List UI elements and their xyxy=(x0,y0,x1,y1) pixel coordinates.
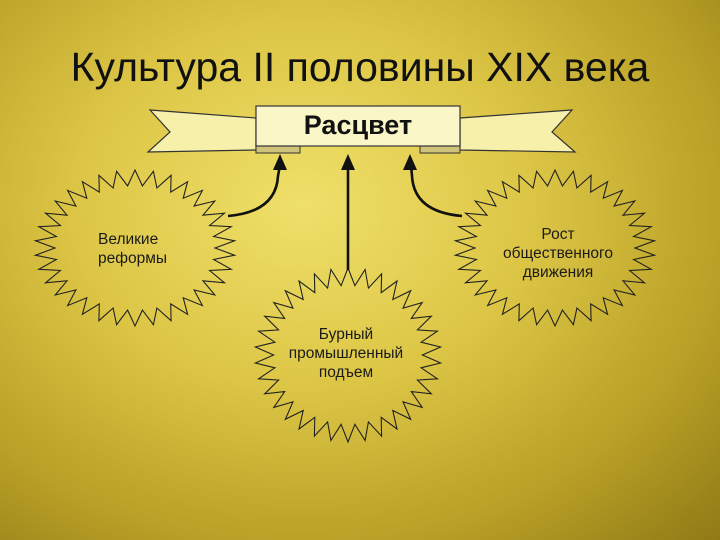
starburst-industry xyxy=(253,266,443,444)
arrow-left xyxy=(227,164,282,218)
ribbon-center xyxy=(255,105,461,147)
ribbon-banner xyxy=(146,105,577,154)
arrowhead-left xyxy=(273,154,287,170)
starburst-social xyxy=(453,168,657,328)
arrows xyxy=(227,164,463,270)
arrow-right xyxy=(409,164,463,218)
node-industry-label: Бурный промышленный подъем xyxy=(288,326,404,381)
node-reforms-label: Великие реформы xyxy=(98,231,168,267)
ribbon-right-tail xyxy=(459,109,577,153)
slide-title: Культура II половины XIX века xyxy=(70,44,650,90)
arrowhead-right xyxy=(403,154,417,170)
banner-label: Расцвет xyxy=(303,110,413,140)
starburst-reforms xyxy=(33,168,237,328)
node-social-label: Рост общественного движения xyxy=(503,226,613,281)
arrowhead-center xyxy=(341,154,355,170)
ribbon-left-tail xyxy=(146,109,257,153)
